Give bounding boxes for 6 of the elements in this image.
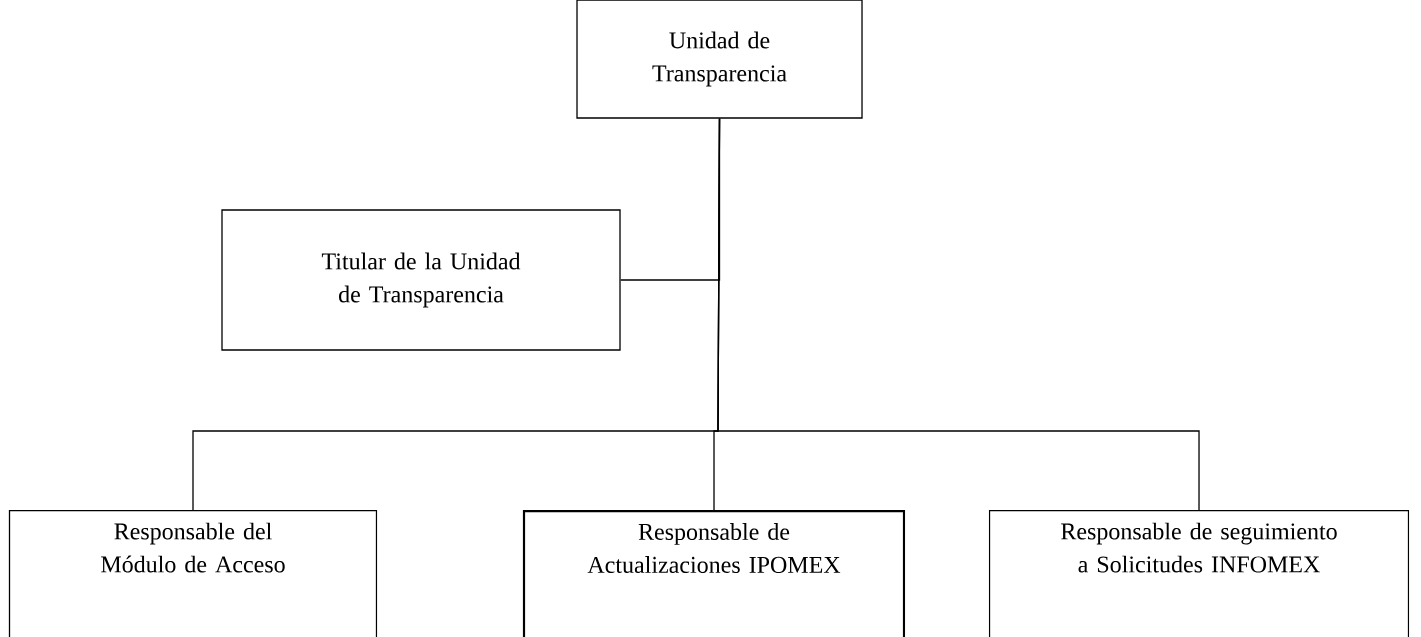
org-box: Responsable de Actualizaciones IPOMEX [522, 510, 906, 637]
connector-line [717, 118, 1200, 511]
org-box: Unidad de Transparencia [576, 0, 863, 119]
org-box: Titular de la Unidad de Transparencia [221, 209, 621, 351]
org-box: Responsable de seguimiento a Solicitudes INFOMEX [988, 510, 1410, 637]
org-box: Responsable del Módulo de Acceso [8, 510, 378, 637]
